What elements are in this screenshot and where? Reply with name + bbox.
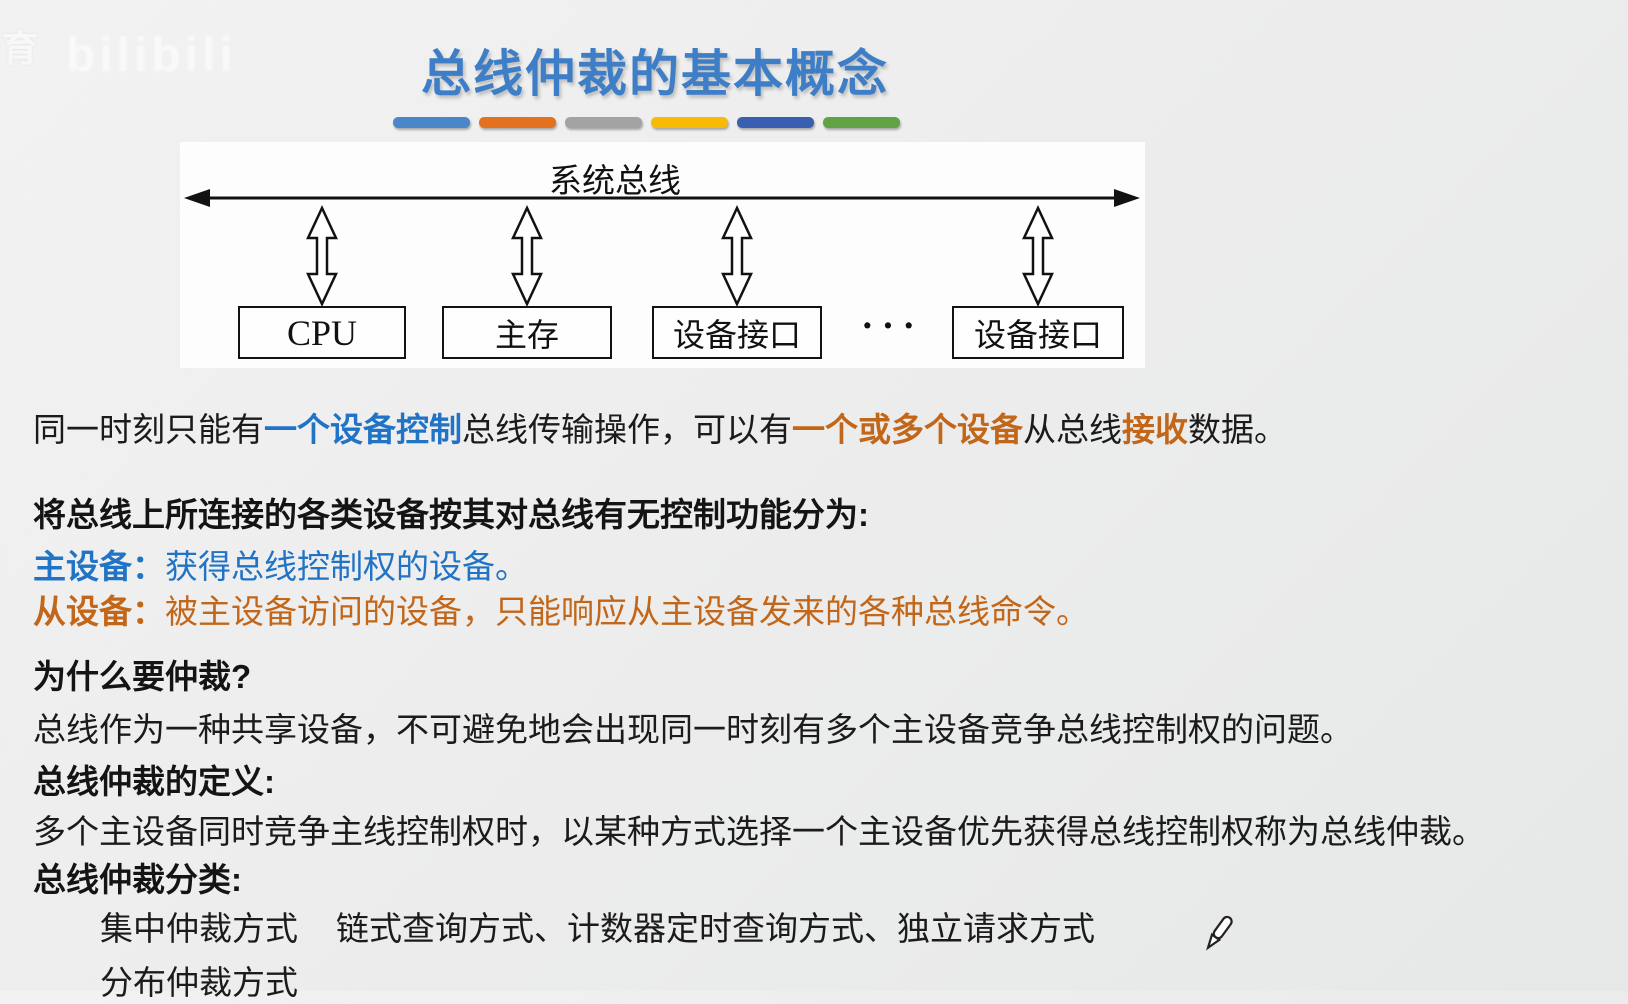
bus-label: 系统总线 bbox=[549, 164, 681, 200]
vertical-arrow-device2 bbox=[1022, 205, 1054, 307]
system-bus-diagram: 系统总线 CPU 主存 设备接口 ··· 设备接口 bbox=[180, 142, 1145, 368]
intro-seg-receive: 接收 bbox=[1122, 413, 1188, 449]
divider-bar-green bbox=[823, 117, 900, 128]
watermark-partial-char: 育 bbox=[2, 28, 39, 69]
divider-bar-orange bbox=[479, 117, 556, 128]
page-title: 总线仲裁的基本概念 bbox=[421, 46, 889, 102]
intro-seg-3: 总线传输操作，可以有 bbox=[462, 413, 792, 449]
intro-seg-7: 数据。 bbox=[1188, 413, 1287, 449]
bus-arrowhead-right bbox=[1114, 189, 1140, 207]
divider-bar-darkblue bbox=[737, 117, 814, 128]
master-device-desc: 获得总线控制权的设备。 bbox=[165, 550, 528, 586]
master-device-line: 主设备：获得总线控制权的设备。 bbox=[33, 540, 528, 588]
distributed-arbitration-line: 分布仲裁方式 bbox=[100, 966, 298, 1002]
intro-line: 同一时刻只能有一个设备控制总线传输操作，可以有一个或多个设备从总线接收数据。 bbox=[33, 403, 1287, 451]
vertical-arrow-cpu bbox=[306, 205, 338, 307]
pen-cursor-icon bbox=[1206, 915, 1233, 951]
centralized-arbitration-label: 集中仲裁方式 bbox=[100, 912, 298, 948]
node-main-memory: 主存 bbox=[442, 306, 612, 359]
slave-device-desc: 被主设备访问的设备，只能响应从主设备发来的各种总线命令。 bbox=[165, 595, 1089, 631]
slave-device-label: 从设备： bbox=[33, 593, 165, 630]
ellipsis-dots: ··· bbox=[860, 305, 924, 347]
vertical-arrow-memory bbox=[511, 205, 543, 307]
title-divider bbox=[393, 117, 900, 128]
vertical-arrow-device1 bbox=[721, 205, 753, 307]
centralized-arbitration-line: 集中仲裁方式 链式查询方式、计数器定时查询方式、独立请求方式 bbox=[100, 902, 1095, 950]
intro-seg-1: 同一时刻只能有 bbox=[33, 413, 264, 449]
intro-seg-one-or-more-devices: 一个或多个设备 bbox=[792, 413, 1023, 449]
arbitration-classification-heading: 总线仲裁分类: bbox=[33, 861, 242, 898]
bus-arrowhead-left bbox=[184, 189, 210, 207]
divider-bar-yellow bbox=[651, 117, 728, 128]
node-device-interface-1: 设备接口 bbox=[652, 306, 822, 359]
why-arbitrate-body: 总线作为一种共享设备，不可避免地会出现同一时刻有多个主设备竞争总线控制权的问题。 bbox=[33, 713, 1353, 749]
node-device-interface-2: 设备接口 bbox=[952, 306, 1124, 359]
divider-bar-blue bbox=[393, 117, 470, 128]
slave-device-line: 从设备：被主设备访问的设备，只能响应从主设备发来的各种总线命令。 bbox=[33, 585, 1089, 633]
intro-seg-5: 从总线 bbox=[1023, 413, 1122, 449]
video-watermark: 育 bilibili bbox=[2, 20, 237, 83]
why-arbitrate-heading: 为什么要仲裁? bbox=[33, 658, 252, 695]
intro-seg-one-device-controls: 一个设备控制 bbox=[264, 413, 462, 449]
arbitration-definition-body: 多个主设备同时竞争主线控制权时，以某种方式选择一个主设备优先获得总线控制权称为总… bbox=[33, 815, 1485, 851]
divider-bar-gray bbox=[565, 117, 642, 128]
bilibili-logo: bilibili bbox=[66, 29, 237, 82]
arbitration-definition-heading: 总线仲裁的定义: bbox=[33, 763, 275, 800]
master-device-label: 主设备： bbox=[33, 548, 165, 585]
device-classify-heading: 将总线上所连接的各类设备按其对总线有无控制功能分为: bbox=[33, 496, 869, 533]
bus-arrows-graphic bbox=[184, 189, 1140, 307]
centralized-arbitration-detail: 链式查询方式、计数器定时查询方式、独立请求方式 bbox=[336, 912, 1095, 948]
node-cpu: CPU bbox=[238, 306, 406, 359]
